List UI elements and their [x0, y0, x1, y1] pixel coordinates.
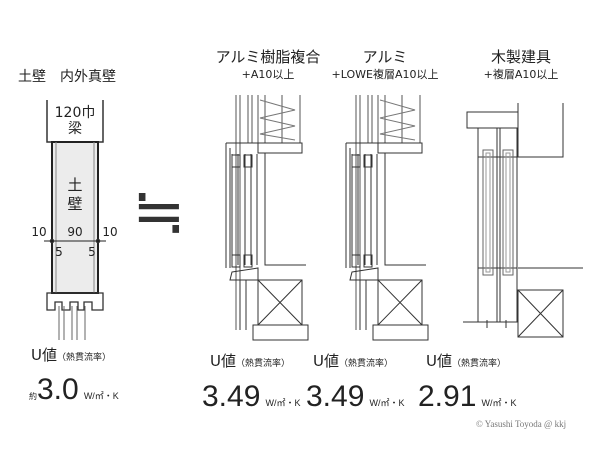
wooden-window-section [463, 103, 583, 338]
window-subtitle-3: +複層A10以上 [483, 68, 559, 81]
u-value-label: U値（熱貫流率） [31, 346, 111, 364]
beam-label-2: 梁 [68, 121, 82, 137]
u-value-1: 3.49 W/㎡・K [202, 380, 301, 413]
wall-title: 土壁 内外真壁 [18, 69, 116, 85]
aluminum-resin-window-section [225, 95, 309, 341]
dim-center: 90 [67, 225, 83, 239]
wall-label-2: 壁 [67, 195, 83, 213]
dim-inner-right: 5 [88, 245, 96, 259]
copyright: © Yasushi Toyoda @ kkj [476, 419, 567, 429]
u-value-2: 3.49 W/㎡・K [306, 380, 405, 413]
u-value-label-2: U値（熱貫流率） [313, 352, 393, 370]
u-value-3: 2.91 W/㎡・K [418, 380, 517, 413]
window-subtitle-2: +LOWE複層A10以上 [331, 68, 439, 81]
window-title-2: アルミ [362, 48, 408, 66]
u-value-label-3: U値（熱貫流率） [426, 352, 506, 370]
u-value: 約3.0 W/㎡・K [29, 373, 119, 406]
wall-label: 土 [67, 176, 83, 194]
window-title-1: アルミ樹脂複合 [215, 48, 321, 66]
beam-label: 120巾 [54, 105, 96, 121]
u-value-label-1: U値（熱貫流率） [210, 352, 290, 370]
approx-equal-symbol: ≒ [132, 175, 186, 249]
earth-wall-section [44, 100, 106, 340]
window-subtitle-1: +A10以上 [241, 68, 295, 81]
window-title-3: 木製建具 [490, 48, 552, 66]
aluminum-window-section [345, 95, 429, 341]
dim-left: 10 [31, 225, 47, 239]
dim-inner-left: 5 [55, 245, 63, 259]
dim-right: 10 [102, 225, 118, 239]
